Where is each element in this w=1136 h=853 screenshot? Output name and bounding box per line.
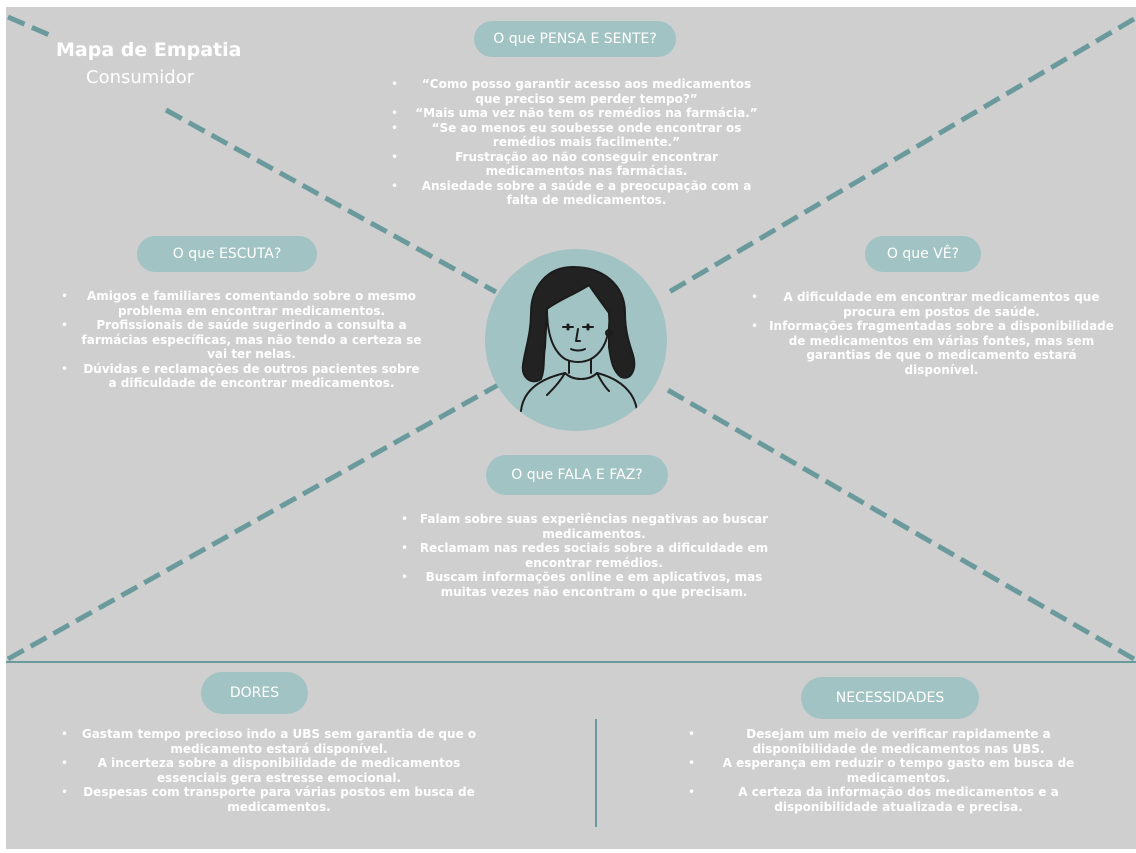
list-item: Gastam tempo precioso indo a UBS sem gar… bbox=[61, 727, 479, 756]
list-item: Informações fragmentadas sobre a disponi… bbox=[751, 319, 1114, 377]
list-item: “Como posso garantir acesso aos medicame… bbox=[391, 77, 764, 106]
portrait-circle bbox=[485, 249, 667, 431]
list-fala-faz: Falam sobre suas experiências negativas … bbox=[401, 512, 769, 599]
diagram-lines bbox=[6, 14, 1136, 827]
list-item: Despesas com transporte para várias post… bbox=[61, 785, 479, 814]
label-escuta: O que ESCUTA? bbox=[137, 236, 317, 272]
label-dores: DORES bbox=[201, 672, 308, 714]
list-item: Profissionais de saúde sugerindo a consu… bbox=[61, 318, 424, 362]
diagonal-top-right bbox=[662, 16, 1136, 298]
list-item: A esperança em reduzir o tempo gasto em … bbox=[688, 756, 1091, 785]
label-pensa-sente: O que PENSA E SENTE? bbox=[474, 21, 676, 57]
list-item: Amigos e familiares comentando sobre o m… bbox=[61, 289, 424, 318]
diagonal-top-left-upper bbox=[7, 14, 55, 40]
list-item: “Mais uma vez não tem os remédios na far… bbox=[391, 106, 764, 121]
diagonal-top-left bbox=[164, 107, 498, 295]
list-escuta: Amigos e familiares comentando sobre o m… bbox=[61, 289, 424, 391]
diagonal-bottom-left bbox=[6, 382, 500, 662]
list-item: A certeza da informação dos medicamentos… bbox=[688, 785, 1091, 814]
map-title: Mapa de Empatia bbox=[56, 39, 242, 61]
diagonal-bottom-right bbox=[664, 386, 1136, 662]
list-item: Buscam informações online e em aplicativ… bbox=[401, 570, 769, 599]
list-item: Dúvidas e reclamações de outros paciente… bbox=[61, 362, 424, 391]
list-pensa-sente: “Como posso garantir acesso aos medicame… bbox=[391, 77, 764, 208]
list-necessidades: Desejam um meio de verificar rapidamente… bbox=[688, 727, 1091, 814]
list-item: Falam sobre suas experiências negativas … bbox=[401, 512, 769, 541]
list-item: Desejam um meio de verificar rapidamente… bbox=[688, 727, 1091, 756]
list-item: Reclamam nas redes sociais sobre a dific… bbox=[401, 541, 769, 570]
label-ve: O que VÊ? bbox=[865, 236, 981, 272]
list-dores: Gastam tempo precioso indo a UBS sem gar… bbox=[61, 727, 479, 814]
label-necessidades: NECESSIDADES bbox=[801, 677, 979, 719]
list-item: Frustração ao não conseguir encontrar me… bbox=[391, 150, 764, 179]
list-item: A dificuldade em encontrar medicamentos … bbox=[751, 290, 1114, 319]
woman-portrait-icon bbox=[520, 266, 638, 412]
list-item: Ansiedade sobre a saúde e a preocupação … bbox=[391, 179, 764, 208]
map-subtitle: Consumidor bbox=[86, 67, 195, 88]
list-item: “Se ao menos eu soubesse onde encontrar … bbox=[391, 121, 764, 150]
list-ve: A dificuldade em encontrar medicamentos … bbox=[751, 290, 1114, 377]
empathy-map-canvas: Mapa de Empatia Consumidor O que PENSA E… bbox=[6, 7, 1136, 849]
label-fala-faz: O que FALA E FAZ? bbox=[486, 455, 668, 495]
list-item: A incerteza sobre a disponibilidade de m… bbox=[61, 756, 479, 785]
